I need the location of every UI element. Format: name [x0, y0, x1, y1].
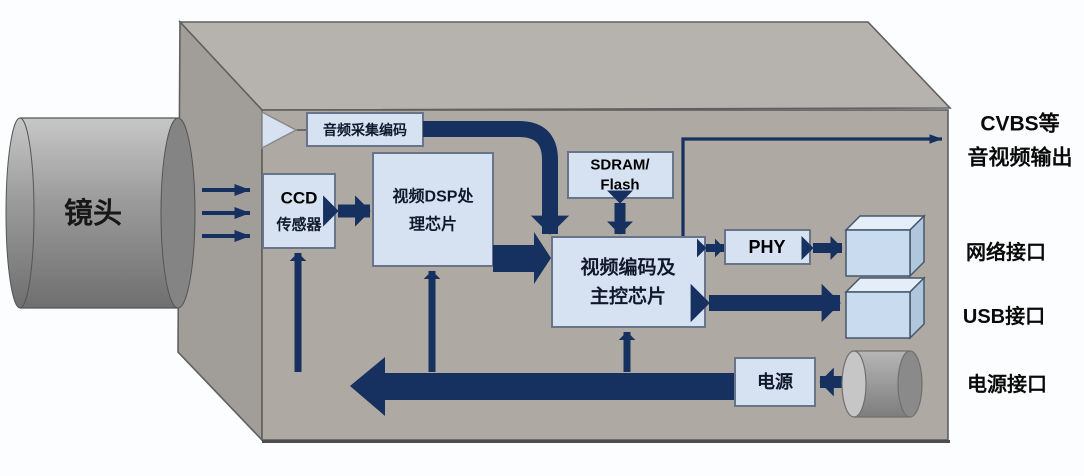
video-dsp-block: 视频DSP处 理芯片	[372, 152, 494, 267]
ccd-label-line1: CCD	[281, 189, 318, 208]
dsp-label-line2: 理芯片	[409, 215, 457, 234]
lens-body	[20, 118, 178, 308]
sdram-flash-block: SDRAM/ Flash	[567, 151, 674, 199]
phy-label: PHY	[748, 237, 785, 257]
video-dsp-box	[372, 152, 494, 267]
label-usb-port: USB接口	[963, 305, 1045, 328]
usb-cube-front	[845, 291, 911, 339]
audio-to-main-arrow	[423, 121, 570, 235]
phy-block: PHY	[724, 229, 811, 265]
lens-label: 镜头	[64, 196, 122, 230]
power-label: 电源	[757, 371, 793, 392]
audio-encode-label: 音频采集编码	[323, 122, 407, 138]
ccd-sensor-box	[262, 173, 336, 249]
audio-encode-box	[306, 112, 424, 147]
network-cube-front	[845, 229, 911, 277]
main-control-box	[551, 236, 706, 328]
usb-connector-icon	[844, 276, 926, 340]
main-label-line1: 视频编码及	[580, 256, 676, 279]
audio-encode-block: 音频采集编码	[306, 112, 424, 147]
lens-front-cap	[160, 117, 196, 309]
ccd-sensor-block: CCD 传感器	[262, 173, 336, 249]
dsp-to-main-arrow	[493, 232, 551, 284]
label-cvbs-line2: 音视频输出	[968, 146, 1073, 170]
ccd-label-line2: 传感器	[275, 216, 322, 234]
main-control-block: 视频编码及 主控芯片	[551, 236, 706, 328]
sdram-label-line2: Flash	[600, 177, 639, 194]
power-block: 电源	[734, 357, 816, 407]
power-bus-arrow	[350, 357, 737, 416]
port-labels: CVBS等 音视频输出 网络接口 USB接口 电源接口	[963, 112, 1073, 397]
power-cylinder-cap	[841, 350, 867, 418]
lens-back-cap	[5, 117, 35, 309]
power-cylinder-end	[897, 350, 923, 418]
label-power-port: 电源接口	[967, 373, 1047, 396]
lens-light-arrows	[202, 184, 251, 242]
label-network-port: 网络接口	[966, 240, 1046, 264]
label-cvbs-line1: CVBS等	[980, 112, 1059, 136]
dsp-label-line1: 视频DSP处	[393, 187, 475, 206]
power-box	[734, 357, 816, 407]
phy-box	[724, 229, 811, 265]
network-connector-icon	[844, 214, 926, 278]
cvbs-output-line	[681, 134, 943, 236]
power-connector-icon	[841, 350, 923, 418]
sdram-label-line1: SDRAM/	[590, 157, 650, 174]
microphone-amp-icon	[261, 110, 298, 150]
main-label-line2: 主控芯片	[590, 285, 666, 308]
sdram-flash-box	[567, 151, 674, 199]
box-top-face	[178, 21, 952, 111]
lens-cylinder: 镜头	[5, 117, 196, 309]
